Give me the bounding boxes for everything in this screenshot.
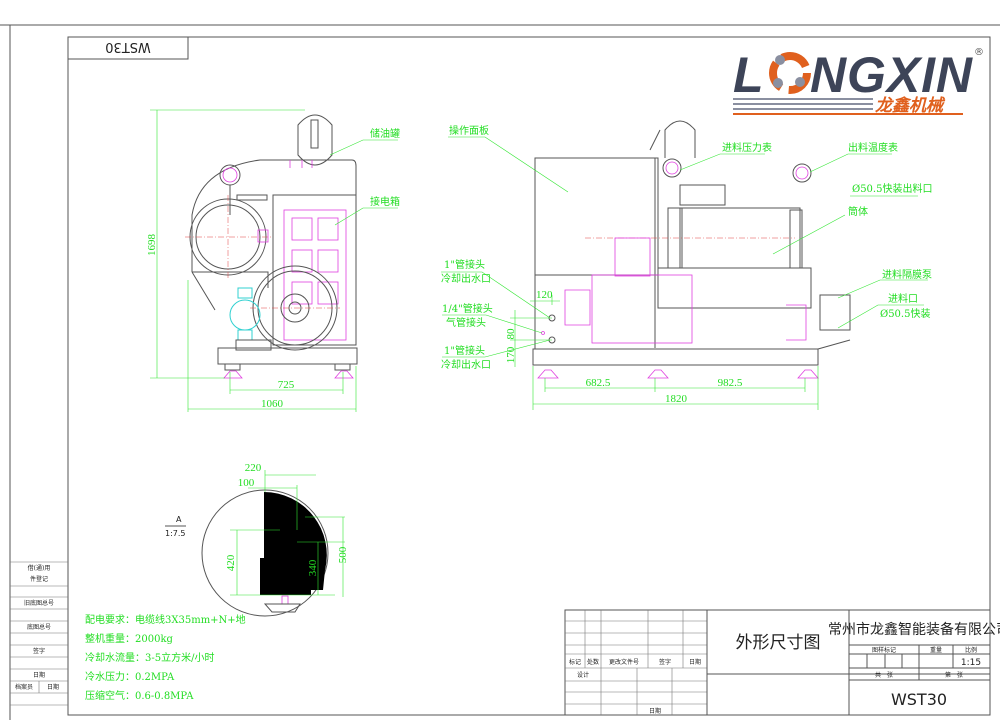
svg-text:日期: 日期 (47, 683, 59, 691)
note-compressed-air: 压缩空气：0.6-0.8MPA (85, 689, 194, 702)
svg-text:日期: 日期 (33, 671, 45, 679)
dim-170: 170 (505, 346, 517, 363)
side-view: 储油罐 接电箱 1698 725 1060 (146, 109, 400, 412)
dim-width: 1060 (261, 398, 284, 410)
svg-text:借(通)用: 借(通)用 (28, 564, 51, 572)
svg-text:档案员: 档案员 (15, 683, 33, 691)
svg-text:重量: 重量 (930, 646, 942, 654)
logo-ring-icon (769, 52, 811, 94)
scale-value: 1:15 (961, 658, 981, 668)
dim-left-span: 682.5 (586, 377, 611, 389)
title-block: 标记 处数 更改文件号 签字 日期 设计 日期 外形尺寸图 常州市龙鑫智能装备有… (564, 609, 1000, 716)
dim-420: 420 (225, 554, 237, 571)
control-panel (534, 157, 659, 276)
label-inlet-pressure-gauge: 进料压力表 (722, 141, 772, 154)
label-barrel: 筒体 (848, 205, 868, 218)
label-pipe1-top-desc: 冷却出水口 (441, 272, 491, 285)
note-cooling-flow: 冷却水流量：3-5立方米/小时 (85, 651, 214, 664)
diaphragm-pump (229, 287, 272, 351)
svg-text:件登记: 件登记 (30, 575, 48, 583)
drawing-title: 外形尺寸图 (736, 633, 821, 653)
label-air-pipe: 1/4"管接头 (442, 302, 493, 315)
company-name: 常州市龙鑫智能装备有限公司 (828, 621, 1000, 638)
label-oil-tank: 储油罐 (370, 127, 400, 140)
pressure-gauge-icon (219, 164, 268, 215)
label-pipe1-bottom: 1"管接头 (444, 344, 485, 357)
detail-scale: 1:7.5 (165, 529, 186, 538)
grinding-drum (185, 195, 272, 280)
drawing-number: WST30 (891, 690, 947, 709)
detail-a: A 1:7.5 220 100 420 340 500 (165, 462, 349, 617)
label-inlet-clamp: Ø50.5快装 (880, 307, 930, 320)
svg-text:签字: 签字 (33, 647, 45, 655)
mirrored-drawing-number-box: WST30 (67, 36, 189, 60)
note-power: 配电要求：电缆线3X35mm+N+地 (85, 613, 246, 626)
note-water-pressure: 冷水压力：0.2MPA (85, 670, 175, 683)
svg-text:标记: 标记 (569, 658, 581, 666)
label-pipe1-bottom-desc: 冷却出水口 (441, 358, 491, 371)
dim-340: 340 (307, 559, 319, 576)
label-inlet-port: 进料口 (888, 292, 918, 305)
oil-tank (289, 114, 333, 168)
label-air-pipe-desc: 气管接头 (446, 316, 486, 329)
svg-text:设计: 设计 (577, 671, 589, 679)
svg-text:龙鑫机械: 龙鑫机械 (875, 96, 946, 116)
dim-right-span: 982.5 (718, 377, 743, 389)
svg-text:第 张: 第 张 (945, 671, 963, 679)
front-base-frame (532, 348, 819, 366)
label-electric-box: 接电箱 (370, 195, 400, 208)
svg-text:NGXIN: NGXIN (810, 47, 973, 103)
dim-length: 1820 (665, 393, 688, 405)
label-outlet-port: Ø50.5快装出料口 (852, 182, 932, 195)
svg-text:旧底图总号: 旧底图总号 (24, 599, 54, 607)
label-control-panel: 操作面板 (449, 124, 489, 137)
longxin-logo: L NGXIN ® 龙鑫机械 (733, 47, 984, 116)
base-frame (217, 347, 358, 365)
svg-text:处数: 处数 (587, 658, 599, 666)
svg-text:L: L (733, 47, 764, 103)
svg-text:®: ® (974, 47, 984, 58)
svg-text:图样标记: 图样标记 (872, 646, 896, 654)
svg-text:更改文件号: 更改文件号 (609, 658, 639, 666)
dim-220: 220 (245, 462, 262, 474)
motor (250, 265, 340, 351)
svg-text:底图总号: 底图总号 (27, 623, 51, 631)
svg-text:共 张: 共 张 (875, 671, 893, 679)
feed-pump (819, 294, 851, 331)
label-diaphragm-pump: 进料隔膜泵 (882, 268, 932, 281)
dim-height: 1698 (146, 234, 158, 257)
detail-name: A (176, 515, 182, 524)
front-view: 操作面板 进料压力表 出料温度表 Ø50.5快装出料口 筒体 进料隔膜泵 进料口… (441, 120, 932, 410)
label-outlet-temp-gauge: 出料温度表 (848, 141, 898, 154)
mirrored-drawing-number: WST30 (105, 39, 151, 54)
electric-box (272, 194, 357, 346)
drawing-frame (0, 24, 1000, 720)
dim-120: 120 (536, 289, 553, 301)
left-strip-table: 借(通)用 件登记 旧底图总号 底图总号 签字 日期 档案员 日期 (10, 561, 68, 706)
dim-100: 100 (238, 477, 255, 489)
note-weight: 整机重量：2000kg (85, 632, 174, 645)
svg-text:签字: 签字 (659, 658, 671, 666)
dim-500: 500 (337, 546, 349, 563)
technical-notes: 配电要求：电缆线3X35mm+N+地 整机重量：2000kg 冷却水流量：3-5… (85, 613, 246, 702)
dim-foot-span: 725 (278, 379, 295, 391)
svg-text:日期: 日期 (689, 658, 701, 666)
svg-text:比例: 比例 (965, 646, 977, 654)
svg-text:日期: 日期 (649, 707, 661, 715)
dim-80: 80 (505, 328, 517, 340)
label-pipe1-top: 1"管接头 (444, 258, 485, 271)
